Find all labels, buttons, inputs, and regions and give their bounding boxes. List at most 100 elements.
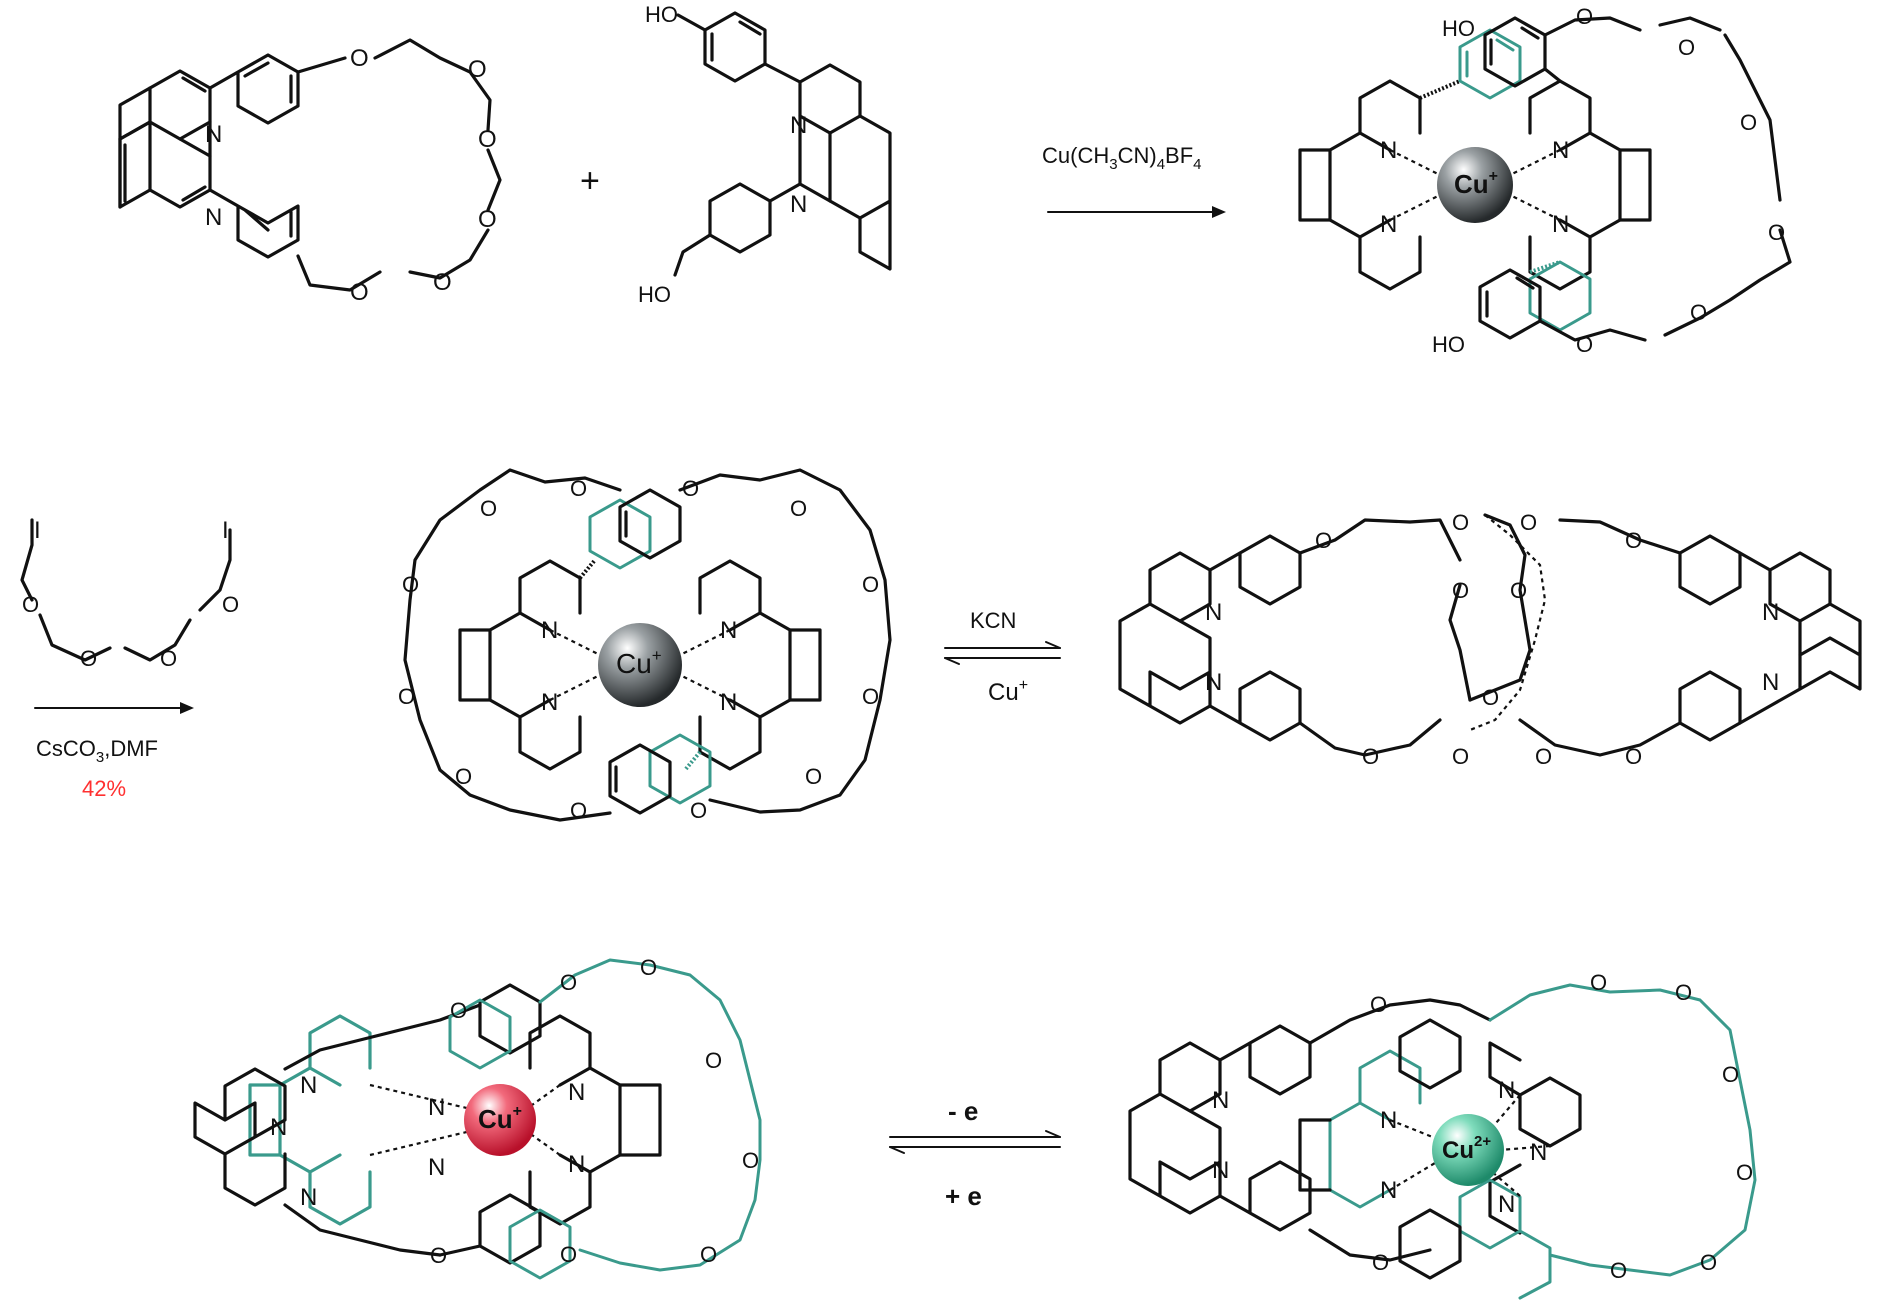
atom-O: O [570,798,587,823]
atom-O: O [398,684,415,709]
atom-N: N [790,191,807,218]
atom-N: N [1762,669,1779,696]
atom-O: O [1452,744,1469,769]
atom-N: N [1552,211,1569,238]
atom-N: N [1380,137,1397,164]
atom-O: O [350,279,369,306]
atom-O: O [570,476,587,501]
atom-O: O [450,998,467,1023]
atom-O: O [1625,528,1642,553]
cu-catenane: Cu+ N N N N O O O O O O O O O O O O [398,468,892,823]
atom-O: O [1675,980,1692,1005]
atom-O: O [1576,4,1593,29]
atom-N: N [541,689,558,716]
atom-N: N [1205,599,1222,626]
atom-O: O [350,45,369,72]
cu-plus-label: Cu+ [616,646,662,679]
diiodide-reagent: I I O O O O [20,517,239,671]
macrocycle-1: N N O O O O O O [118,38,502,306]
atom-O: O [1452,510,1469,535]
hydroxyl-label: HO [645,2,678,27]
atom-N: N [205,204,222,231]
atom-O: O [1370,992,1387,1017]
atom-O: O [1722,1062,1739,1087]
reagent-cu: Cu+ [988,677,1028,706]
cu-plus-label: Cu+ [478,1103,522,1134]
atom-N: N [1530,1139,1547,1166]
atom-N: N [1498,1191,1515,1218]
plus-sign: + [580,162,600,200]
copper-ion-sphere [598,623,682,707]
hydroxyl-label: HO [638,282,671,307]
equilibrium-arrow-kcn: KCN Cu+ [944,608,1061,706]
atom-N: N [270,1114,287,1141]
copper-ion-sphere [464,1084,536,1156]
atom-N: N [1380,1107,1397,1134]
atom-O: O [1315,528,1332,553]
free-catenane: N N N N O O O O O O O O O O O [1118,510,1862,769]
atom-O: O [862,684,879,709]
atom-N: N [1552,137,1569,164]
atom-O: O [1690,300,1707,325]
atom-O: O [805,764,822,789]
atom-N: N [568,1079,585,1106]
atom-O: O [22,592,39,617]
reagent-label: Cu(CH3CN)4BF4 [1042,143,1202,173]
atom-O: O [705,1048,722,1073]
atom-O: O [478,206,497,233]
atom-O: O [560,970,577,995]
atom-O: O [160,646,177,671]
atom-N: N [790,112,807,139]
atom-N: N [720,617,737,644]
atom-O: O [1452,578,1469,603]
cu-i-molecular-machine: Cu+ N N N N N N N O O O O O O O O [193,955,762,1280]
atom-N: N [568,1151,585,1178]
atom-O: O [1372,1250,1389,1275]
atom-N: N [1498,1077,1515,1104]
iodine-label: I [34,517,41,544]
atom-N: N [1380,211,1397,238]
atom-N: N [1380,1177,1397,1204]
atom-O: O [1625,744,1642,769]
atom-N: N [541,617,558,644]
oxidation-label: - e [948,1096,978,1126]
reaction-arrow-1: Cu(CH3CN)4BF4 [1042,143,1226,218]
yield-label: 42% [82,776,126,801]
atom-O: O [1700,1250,1717,1275]
atom-O: O [682,476,699,501]
hydroxyl-label: HO [1432,332,1465,357]
atom-N: N [300,1184,317,1211]
atom-O: O [1510,578,1527,603]
atom-O: O [1736,1160,1753,1185]
cu2-plus-label: Cu2+ [1442,1133,1491,1164]
atom-O: O [402,572,419,597]
atom-O: O [1678,35,1695,60]
atom-N: N [205,121,222,148]
iodine-label: I [222,517,229,544]
reaction-arrow-2: CsCO3,DMF 42% [34,702,194,801]
copper-ion-sphere [1437,147,1513,223]
atom-O: O [790,496,807,521]
atom-O: O [480,496,497,521]
atom-O: O [433,269,452,296]
atom-O: O [1520,510,1537,535]
atom-O: O [1576,332,1593,357]
reagent-kcn: KCN [970,608,1016,633]
diol-phenanthroline: HO HO N N [638,2,892,307]
atom-O: O [455,764,472,789]
atom-O: O [1482,685,1499,710]
atom-O: O [222,592,239,617]
cu-plus-label: Cu+ [1454,168,1498,199]
hydroxyl-label: HO [1442,16,1475,41]
reagent-label: CsCO3,DMF [36,736,158,766]
atom-O: O [1740,110,1757,135]
atom-O: O [1362,744,1379,769]
atom-labels-1: N N O O O O O O [205,45,497,306]
cu-ii-molecular-machine: Cu2+ N N N N N N N O O O O O O O O [1128,970,1757,1300]
atom-N: N [1205,669,1222,696]
atom-O: O [862,572,879,597]
copper-ion-sphere [1432,1114,1504,1186]
atom-N: N [1212,1157,1229,1184]
reduction-label: + e [945,1181,982,1211]
